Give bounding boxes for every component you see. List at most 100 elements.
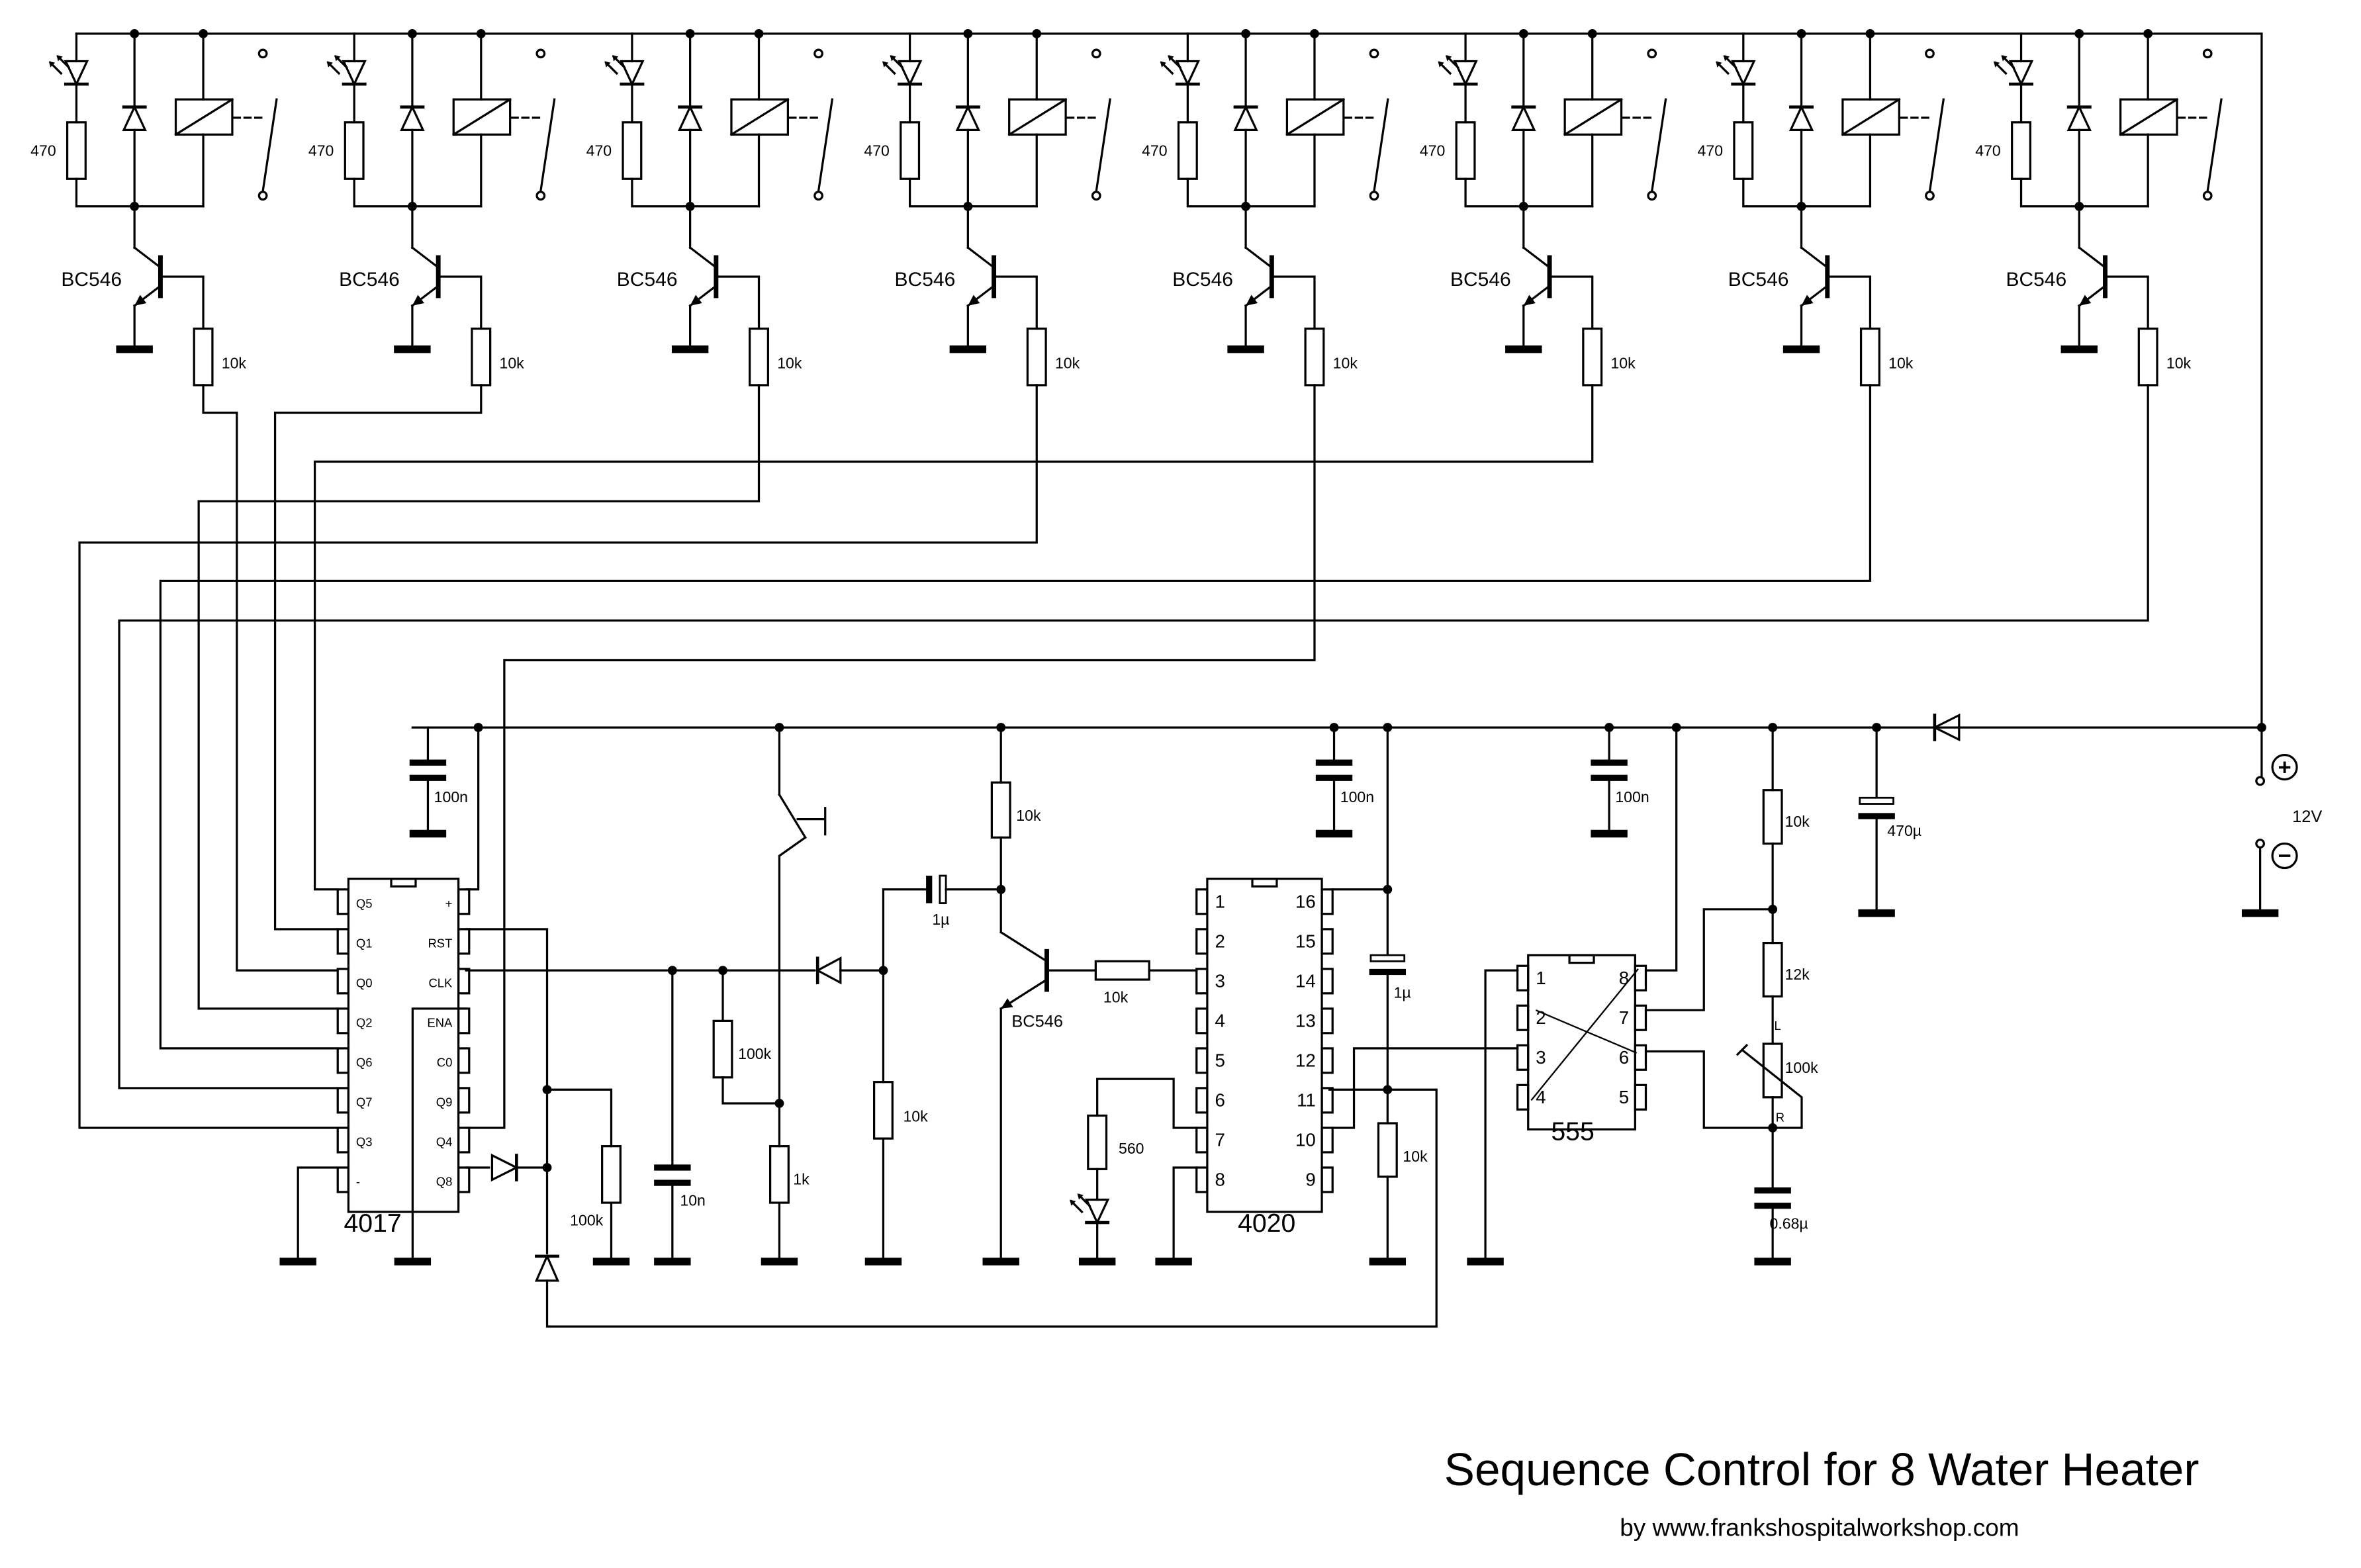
relay-contact-terminal [535, 48, 546, 59]
diode-triangle [1175, 60, 1201, 87]
transistor-collector [1522, 246, 1551, 269]
ic-pin [336, 1127, 350, 1154]
ground-symbol [1591, 829, 1628, 838]
junction-dot [2074, 201, 2084, 211]
wire [992, 275, 1038, 330]
resistor-value: 100k [738, 1045, 772, 1062]
wire [1742, 177, 1872, 208]
output-line-8 [118, 384, 2149, 1089]
ground-symbol [1782, 345, 1820, 353]
ground-symbol [1858, 909, 1895, 917]
potentiometer-wiper-tick [1736, 1044, 1749, 1056]
transistor-label: BC546 [339, 269, 400, 291]
emitter-arrow [1001, 998, 1013, 1009]
ic-pin [1195, 1166, 1209, 1193]
transistor-label: BC546 [1450, 269, 1511, 291]
capacitor-plate [1754, 1187, 1791, 1194]
diode-triangle [1084, 1198, 1110, 1225]
led-resistor [344, 121, 365, 180]
relay-contact-terminal [2202, 191, 2213, 201]
resistor-value: 10k [1103, 989, 1129, 1006]
junction-dot [1604, 723, 1614, 733]
reset-return [545, 1088, 1438, 1328]
diode-triangle [2066, 104, 2092, 131]
ic-pin [1195, 1087, 1209, 1114]
decoupling-capacitor [409, 759, 447, 781]
pin-label: 5 [1215, 1050, 1225, 1071]
junction-dot [963, 201, 973, 211]
driver-transistor [1244, 246, 1274, 308]
ic-pin [457, 968, 471, 995]
relay-coil-diagonal [174, 97, 234, 136]
relay-contact-terminal [1925, 191, 1935, 201]
diode-triangle [815, 956, 842, 985]
pin-label: CLK [428, 976, 453, 990]
reverse-protection-diode [1932, 713, 1961, 742]
flyback-diode [1233, 104, 1258, 131]
ic-pin [1634, 1044, 1647, 1071]
ic-pin [457, 888, 471, 915]
diode-triangle [1511, 104, 1536, 131]
internal-link-2-6 [1535, 1009, 1638, 1054]
diode-triangle [955, 104, 981, 131]
ena-wire [411, 1007, 467, 1262]
status-led [1731, 60, 1756, 87]
arrow-head [56, 55, 63, 62]
status-led [2008, 60, 2034, 87]
wire [882, 888, 927, 972]
resistor-value: 10k [2166, 355, 2192, 372]
pin-label: Q4 [436, 1135, 453, 1149]
ground-symbol [2241, 909, 2279, 917]
output-line-7 [159, 384, 1872, 1050]
status-led [64, 60, 89, 87]
arrow-head [1168, 55, 1174, 62]
resistor-value: 10k [777, 355, 802, 372]
timing-capacitor-plate [1369, 954, 1406, 962]
wire [353, 177, 483, 208]
resistor-value: 10k [1333, 355, 1358, 372]
ic-pin [1320, 1007, 1334, 1035]
pin-label: Q1 [356, 937, 373, 950]
bulk-capacitor [1858, 796, 1895, 819]
ic-notch [390, 878, 417, 888]
arrow-head [1077, 1193, 1084, 1200]
pin-label: 3 [1536, 1047, 1546, 1068]
relay-contact-terminal [1091, 191, 1101, 201]
push-button-switch [778, 793, 807, 839]
ic-notch [1251, 878, 1278, 888]
emitter-arrow [1246, 295, 1258, 306]
relay-contact-terminal [1925, 48, 1935, 59]
ic-pin [336, 928, 350, 955]
vdd-wire [465, 726, 480, 891]
wire [2019, 177, 2149, 208]
status-led [342, 60, 367, 87]
pin-label: 14 [1295, 971, 1316, 992]
ground-symbol [671, 345, 709, 353]
wire [909, 177, 1038, 208]
ic-pin [457, 1166, 471, 1193]
pin-label: 10 [1295, 1130, 1316, 1150]
diode-triangle [1731, 60, 1756, 87]
clock-diode [815, 956, 842, 985]
led-resistor [900, 121, 921, 180]
diode-triangle [1453, 60, 1478, 87]
ic-pin [1320, 1166, 1334, 1193]
ground-symbol [1754, 1258, 1791, 1266]
clock-capacitor [654, 1164, 691, 1186]
relay-contact-terminal [1647, 48, 1657, 59]
resistor-value: 1k [793, 1170, 810, 1187]
resistor-value: 470 [864, 142, 890, 160]
relay-switch-blade [1373, 98, 1389, 193]
ic-pin [457, 928, 471, 955]
led-light-arrows-icon [1160, 55, 1182, 75]
ic-pin [1195, 888, 1209, 915]
wire [1172, 1166, 1198, 1262]
resistor-value: 470 [1420, 142, 1446, 160]
arrow-head [326, 61, 333, 68]
ground-symbol [864, 1258, 902, 1266]
diagram-title: Sequence Control for 8 Water Heater [1444, 1444, 2199, 1495]
wire [721, 1076, 781, 1105]
ground-symbol [394, 345, 431, 353]
